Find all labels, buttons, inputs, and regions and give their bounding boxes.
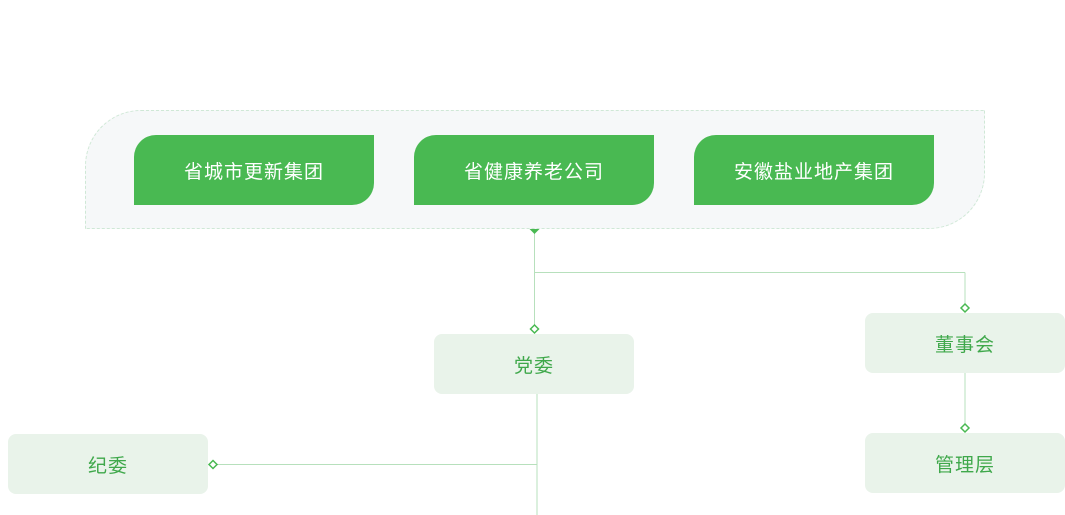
board-of-directors-node[interactable]: 董事会: [865, 313, 1065, 373]
management-connector-diamond: [959, 422, 971, 434]
shareholder-salt-real-estate-group[interactable]: 安徽盐业地产集团: [694, 135, 934, 205]
discipline-committee-node[interactable]: 纪委: [8, 434, 208, 494]
board-connector-diamond: [959, 302, 971, 314]
discipline-connector-diamond: [207, 459, 219, 470]
shareholder-health-elderly-care-company[interactable]: 省健康养老公司: [414, 135, 654, 205]
management-node[interactable]: 管理层: [865, 433, 1065, 493]
party-committee-node[interactable]: 党委: [434, 334, 634, 394]
party-connector-diamond: [529, 323, 540, 335]
shareholder-urban-renewal-group[interactable]: 省城市更新集团: [134, 135, 374, 205]
